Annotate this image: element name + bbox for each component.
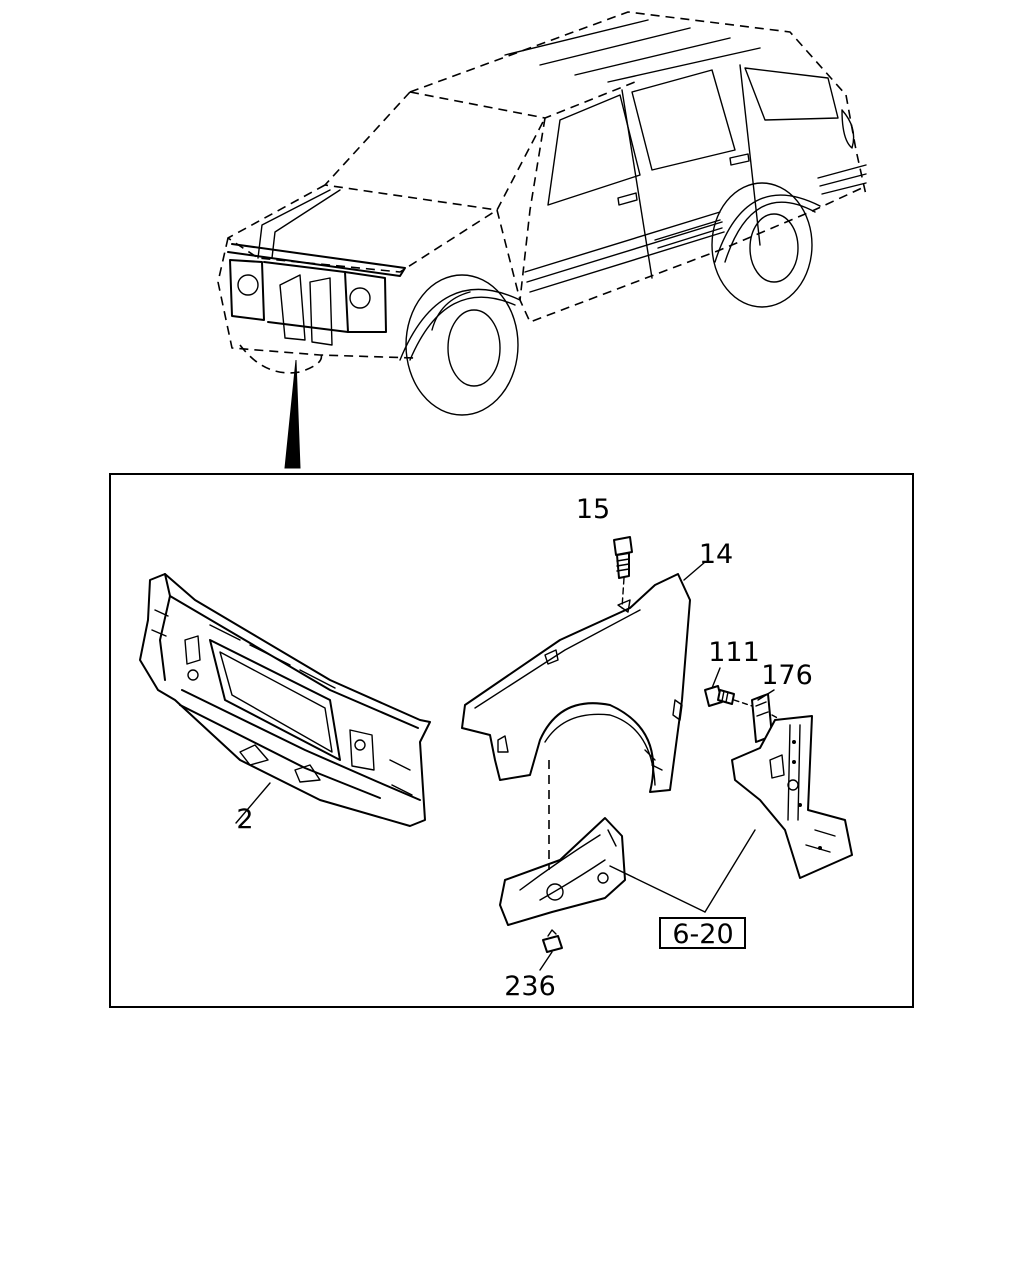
detail-frame: [109, 473, 914, 1008]
bolt-15-icon: [613, 536, 633, 609]
pillar-inner-panel: [731, 715, 853, 879]
callout-236: 236: [504, 971, 556, 1002]
leader-lines: [235, 561, 775, 971]
radiator-support-panel: [139, 573, 431, 827]
bolt-111-icon: [704, 685, 753, 707]
callout-111: 111: [708, 637, 760, 668]
callout-2: 2: [236, 804, 253, 835]
callout-6-20-box: [659, 917, 746, 949]
callout-14: 14: [699, 539, 733, 570]
callout-15: 15: [576, 494, 610, 525]
clip-236-icon: [542, 929, 563, 953]
callout-176: 176: [761, 660, 813, 691]
vehicle-overview-illustration: [217, 11, 867, 469]
callout-6-20: 6-20: [672, 919, 733, 950]
fender-apron-panel: [499, 817, 626, 926]
front-fender: [461, 573, 691, 793]
